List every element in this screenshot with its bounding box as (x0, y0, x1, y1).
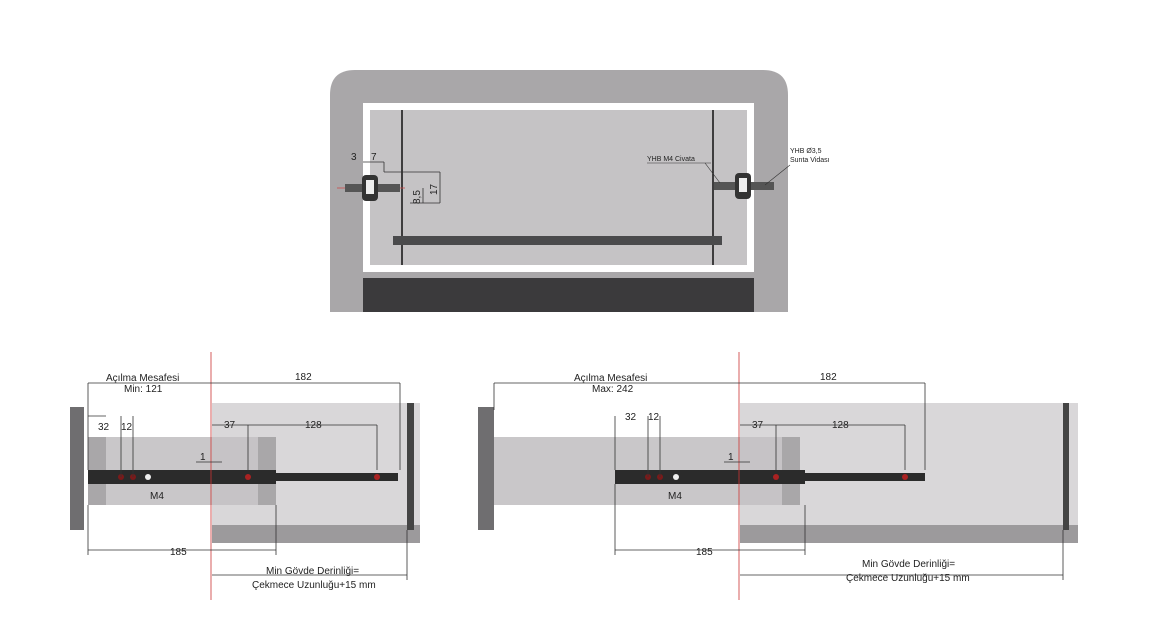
opening-value: Min: 121 (124, 384, 163, 395)
dim-32: 32 (98, 422, 110, 433)
front-section-view: 3 7 8,5 17 YHB M4 Civata YHB Ø3,5 Sunta … (330, 70, 830, 312)
opening-value: Max: 242 (592, 384, 634, 395)
cabinet-back-wall (1063, 403, 1069, 530)
dim-182: 182 (295, 372, 312, 383)
depth-label-1: Min Gövde Derinliği= (266, 566, 359, 577)
side-view-max: Açılma Mesafesi Max: 242 182 32 12 37 12… (478, 352, 1078, 600)
screw-label-2: Sunta Vidası (790, 157, 830, 164)
dim-37: 37 (224, 420, 236, 431)
dim-12: 12 (121, 422, 133, 433)
screw-label-1: YHB Ø3,5 (790, 148, 822, 155)
dim-185: 185 (170, 547, 187, 558)
depth-label-2: Çekmece Uzunluğu+15 mm (252, 580, 376, 591)
bolt-label: YHB M4 Civata (647, 156, 695, 163)
dim-32: 32 (625, 412, 637, 423)
dim-128: 128 (305, 420, 322, 431)
drawer-front-panel (478, 407, 494, 530)
cabinet-back-wall (407, 403, 414, 530)
m4-label: M4 (150, 491, 164, 502)
dim-8-5: 8,5 (412, 190, 423, 204)
dim-182: 182 (820, 372, 837, 383)
drawer-front-panel (70, 407, 84, 530)
dim-1: 1 (200, 452, 206, 463)
depth-label-2: Çekmece Uzunluğu+15 mm (846, 573, 970, 584)
lower-panel (363, 278, 754, 312)
dim-185: 185 (696, 547, 713, 558)
side-view-min: Açılma Mesafesi Min: 121 182 32 12 37 12… (70, 352, 420, 600)
depth-label-1: Min Gövde Derinliği= (862, 559, 955, 570)
dim-12: 12 (648, 412, 660, 423)
dim-7: 7 (371, 152, 377, 163)
dim-37: 37 (752, 420, 764, 431)
dim-128: 128 (832, 420, 849, 431)
right-bolt-fitting-icon (714, 173, 774, 199)
drawer-bottom-bar (393, 236, 722, 245)
opening-label: Açılma Mesafesi (574, 373, 647, 384)
dim-17: 17 (429, 183, 440, 195)
dim-3: 3 (351, 152, 357, 163)
dim-1: 1 (728, 452, 734, 463)
left-bolt-fitting-icon (337, 175, 405, 201)
m4-label: M4 (668, 491, 682, 502)
opening-label: Açılma Mesafesi (106, 373, 179, 384)
